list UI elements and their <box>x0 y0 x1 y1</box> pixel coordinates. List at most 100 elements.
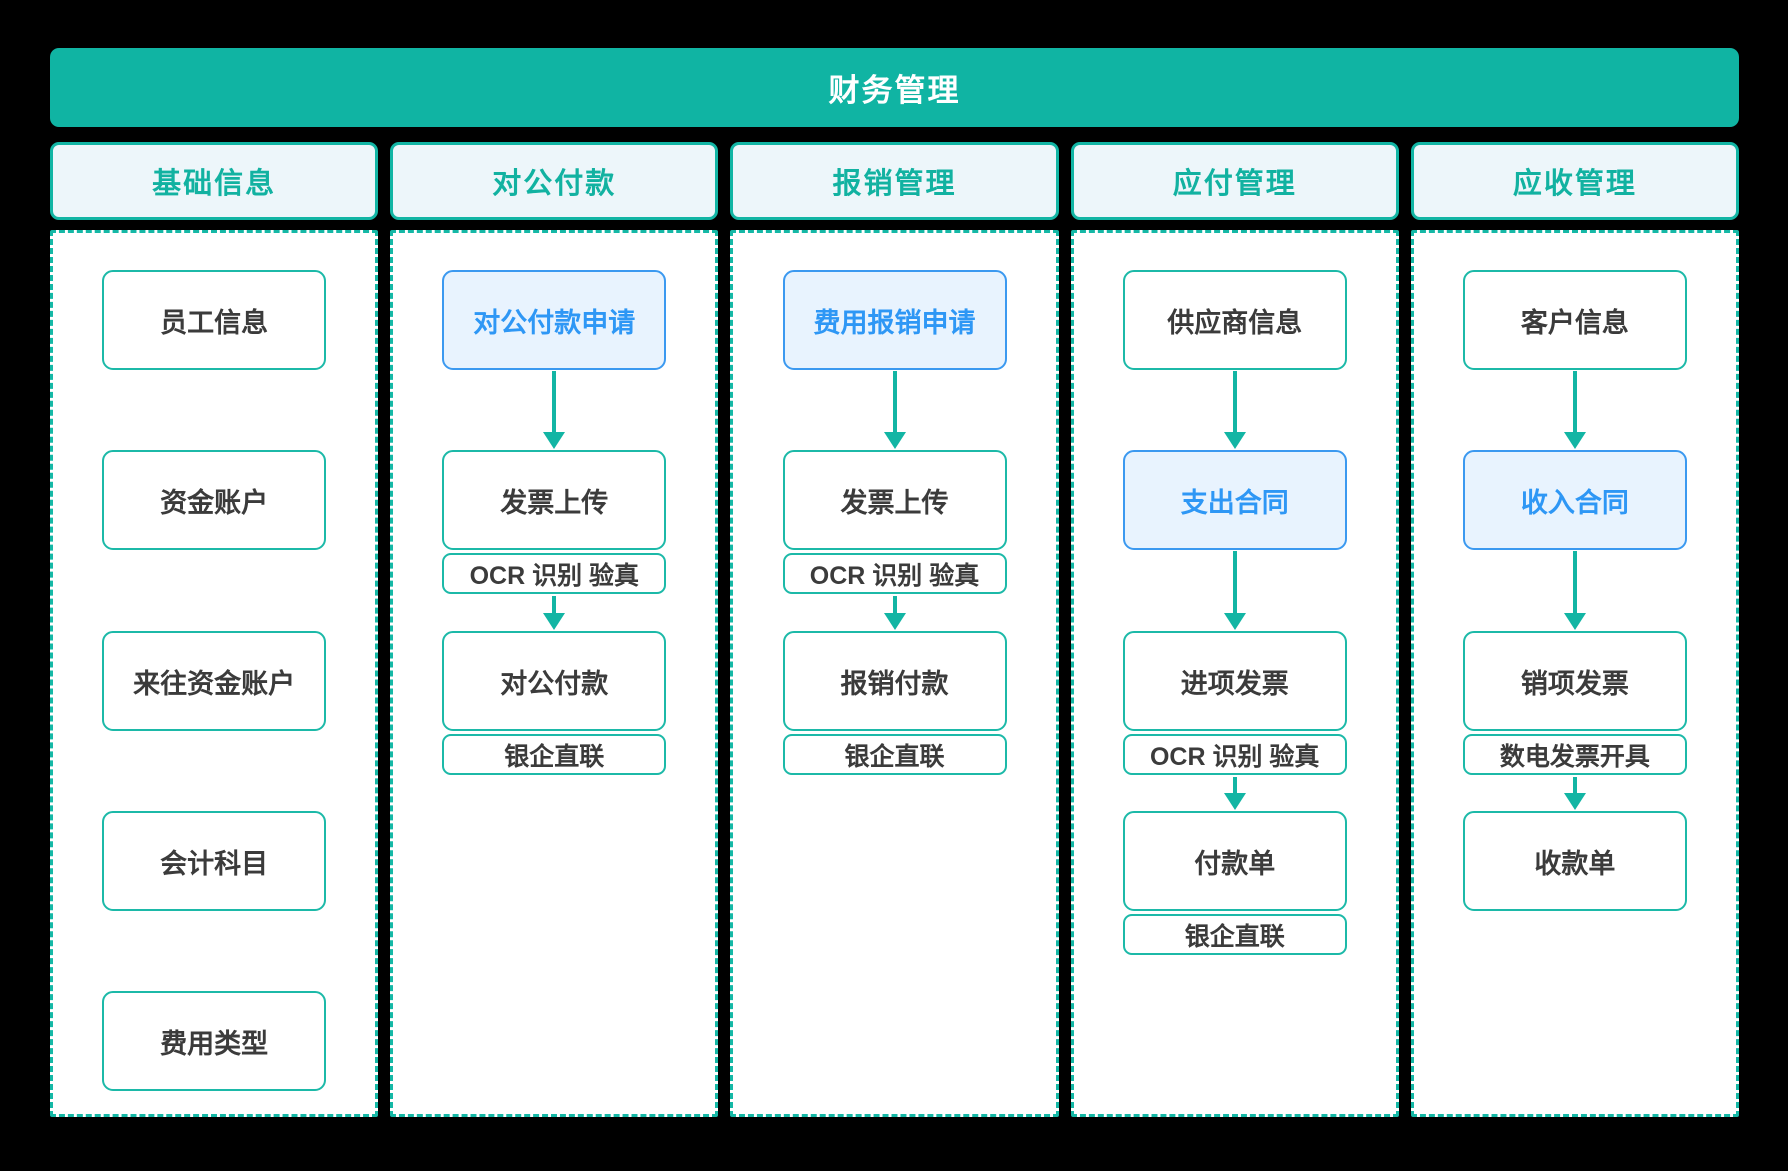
node-label: 供应商信息 <box>1167 307 1303 338</box>
arrow-shaft <box>1232 777 1237 793</box>
flow-arrow-down-icon <box>1563 777 1586 810</box>
node-label: 费用类型 <box>160 1028 269 1059</box>
arrow-shaft <box>552 371 557 432</box>
columns-row: 基础信息 员工信息 资金账户 来往资金账户 会计科目 <box>50 142 1740 1117</box>
node-label: 支出合同 <box>1180 487 1289 518</box>
node-label: 费用报销申请 <box>813 307 976 338</box>
arrow-shaft <box>552 596 557 613</box>
column-corporate-payment: 对公付款 对公付款申请 发票上传 OCR 识别 验真 <box>390 142 719 1117</box>
arrow-head <box>1223 793 1246 810</box>
node-output-invoice: 销项发票 <box>1462 631 1687 731</box>
node-employee-info: 员工信息 <box>102 270 327 370</box>
arrow-shaft <box>1232 551 1237 613</box>
tag-label: 银企直联 <box>504 742 605 771</box>
panel-receivable: 客户信息 收入合同 销项发票 <box>1410 230 1740 1117</box>
diagram-title-banner: 财务管理 <box>50 48 1739 127</box>
arrow-head <box>883 613 906 630</box>
flow-arrow-down-icon <box>883 596 906 630</box>
node-label: 销项发票 <box>1520 668 1629 699</box>
flow-arrow-down-icon <box>543 596 566 630</box>
flow-arrow-down-icon <box>1223 371 1246 449</box>
tag-bank-enterprise-link: 银企直联 <box>442 734 667 775</box>
tag-ocr-verify: OCR 识别 验真 <box>442 553 667 594</box>
node-label: 来往资金账户 <box>133 668 296 699</box>
node-label: 收入合同 <box>1520 487 1629 518</box>
tag-label: OCR 识别 验真 <box>809 561 980 590</box>
node-reimbursement-payment: 报销付款 <box>782 631 1007 731</box>
node-label: 员工信息 <box>160 307 269 338</box>
node-expense-type: 费用类型 <box>102 991 327 1091</box>
node-label: 发票上传 <box>840 487 949 518</box>
column-header-reimbursement: 报销管理 <box>730 142 1059 220</box>
node-counterparty-fund-account: 来往资金账户 <box>102 631 327 731</box>
node-label: 报销付款 <box>840 668 949 699</box>
column-header-basic-info: 基础信息 <box>50 142 379 220</box>
arrow-head <box>1563 793 1586 810</box>
panel-basic-info: 员工信息 资金账户 来往资金账户 会计科目 费用类型 <box>50 230 379 1117</box>
node-supplier-info: 供应商信息 <box>1122 270 1347 370</box>
column-receivable: 应收管理 客户信息 收入合同 <box>1410 142 1740 1117</box>
finance-diagram: 财务管理 基础信息 员工信息 资金账户 来往资金账户 <box>50 48 1740 1117</box>
arrow-head <box>543 432 566 449</box>
arrow-head <box>1563 432 1586 449</box>
flow-arrow-down-icon <box>1563 371 1586 449</box>
column-basic-info: 基础信息 员工信息 资金账户 来往资金账户 会计科目 <box>50 142 379 1117</box>
arrow-head <box>1223 432 1246 449</box>
node-input-invoice: 进项发票 <box>1122 631 1347 731</box>
arrow-head <box>1563 613 1586 630</box>
node-income-contract: 收入合同 <box>1462 450 1687 550</box>
node-label: 客户信息 <box>1520 307 1629 338</box>
node-corporate-payment-request: 对公付款申请 <box>442 270 667 370</box>
diagram-title: 财务管理 <box>828 73 961 108</box>
node-expense-contract: 支出合同 <box>1122 450 1347 550</box>
node-label: 资金账户 <box>160 487 269 518</box>
panel-reimbursement: 费用报销申请 发票上传 OCR 识别 验真 <box>730 230 1059 1117</box>
flow-arrow-down-icon <box>883 371 906 449</box>
column-header-label: 应收管理 <box>1512 168 1637 200</box>
flow-arrow-down-icon <box>1223 551 1246 630</box>
node-label: 会计科目 <box>160 848 269 879</box>
flow-arrow-down-icon <box>1223 777 1246 810</box>
tag-bank-enterprise-link: 银企直联 <box>1122 914 1347 955</box>
tag-ocr-verify: OCR 识别 验真 <box>1122 734 1347 775</box>
tag-label: 数电发票开具 <box>1499 742 1650 771</box>
arrow-head <box>543 613 566 630</box>
tag-bank-enterprise-link: 银企直联 <box>782 734 1007 775</box>
tag-label: 银企直联 <box>1184 922 1285 951</box>
column-reimbursement: 报销管理 费用报销申请 发票上传 OCR 识别 验真 <box>730 142 1059 1117</box>
arrow-shaft <box>1572 777 1577 793</box>
column-header-corporate-payment: 对公付款 <box>390 142 719 220</box>
node-label: 收款单 <box>1534 848 1616 879</box>
arrow-shaft <box>892 371 897 432</box>
panel-payable: 供应商信息 支出合同 进项发票 <box>1070 230 1399 1117</box>
column-header-label: 报销管理 <box>832 168 957 200</box>
arrow-shaft <box>1572 551 1577 613</box>
node-label: 对公付款申请 <box>473 307 636 338</box>
column-header-label: 基础信息 <box>152 168 277 200</box>
tag-label: OCR 识别 验真 <box>469 561 640 590</box>
arrow-shaft <box>1232 371 1237 432</box>
column-header-receivable: 应收管理 <box>1410 142 1740 220</box>
node-invoice-upload: 发票上传 <box>782 450 1007 550</box>
arrow-head <box>883 432 906 449</box>
node-label: 付款单 <box>1194 848 1276 879</box>
node-label: 对公付款 <box>500 668 609 699</box>
node-label: 进项发票 <box>1180 668 1289 699</box>
column-header-label: 应付管理 <box>1172 168 1297 200</box>
node-expense-reimbursement-request: 费用报销申请 <box>782 270 1007 370</box>
node-receipt-order: 收款单 <box>1462 811 1687 911</box>
node-fund-account: 资金账户 <box>102 450 327 550</box>
panel-corporate-payment: 对公付款申请 发票上传 OCR 识别 验真 <box>390 230 719 1117</box>
node-invoice-upload: 发票上传 <box>442 450 667 550</box>
column-header-payable: 应付管理 <box>1070 142 1399 220</box>
tag-digital-invoice-issue: 数电发票开具 <box>1462 734 1687 775</box>
tag-label: 银企直联 <box>844 742 945 771</box>
arrow-head <box>1223 613 1246 630</box>
flow-arrow-down-icon <box>543 371 566 449</box>
node-corporate-payment: 对公付款 <box>442 631 667 731</box>
tag-label: OCR 识别 验真 <box>1149 742 1320 771</box>
arrow-shaft <box>892 596 897 613</box>
node-label: 发票上传 <box>500 487 609 518</box>
column-header-label: 对公付款 <box>492 168 617 200</box>
